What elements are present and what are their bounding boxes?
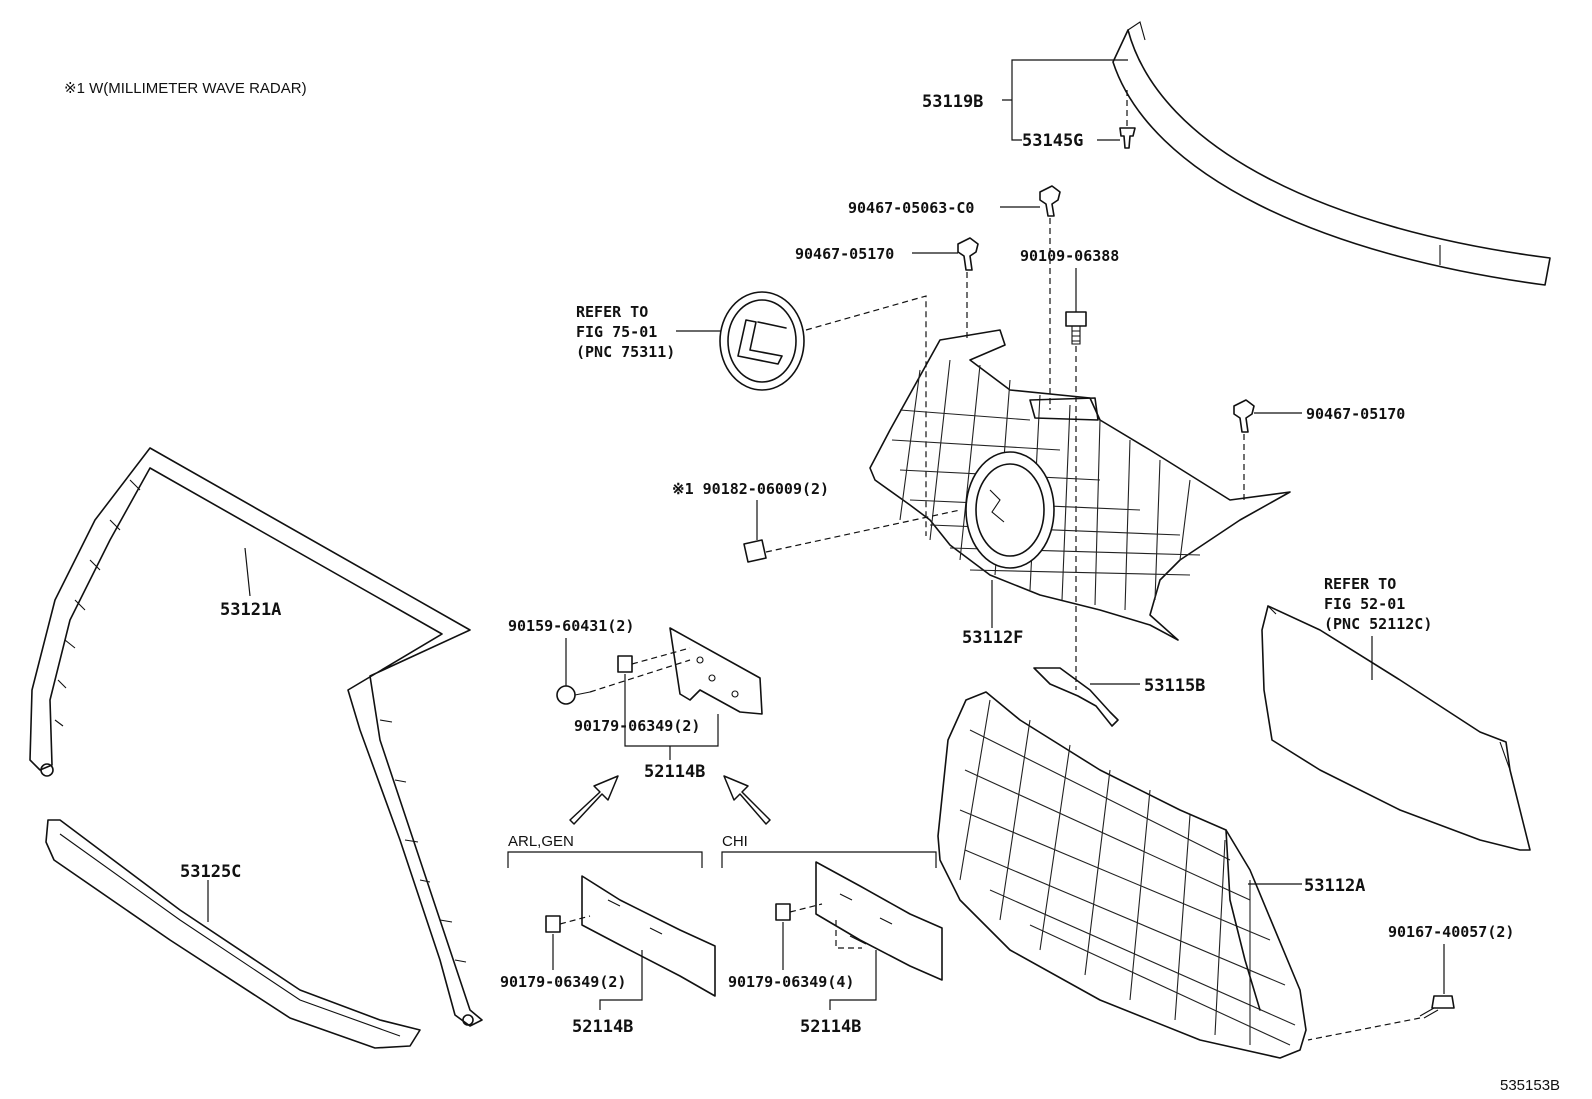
variant-bracket-chi — [721, 851, 937, 868]
clip-53145G[interactable] — [1119, 127, 1136, 149]
clip-90179-06349-left[interactable] — [545, 915, 561, 933]
label-90167-40057: 90167-40057(2) — [1388, 923, 1514, 941]
license-plate-panel[interactable] — [1261, 605, 1531, 851]
label-90179-06349-top: 90179-06349(2) — [574, 717, 700, 735]
arrow-up-right — [723, 775, 771, 825]
clip-90179-06349-right[interactable] — [775, 903, 791, 921]
clip-90467-05170-b[interactable] — [1233, 399, 1255, 433]
ref-plate-line3: (PNC 52112C) — [1324, 615, 1432, 633]
radar-note: ※1 W(MILLIMETER WAVE RADAR) — [64, 80, 307, 97]
part-52114B-left-plate[interactable] — [581, 875, 716, 997]
bolt-90159-60431[interactable] — [556, 685, 591, 705]
label-53121A: 53121A — [220, 600, 281, 620]
label-53112A: 53112A — [1304, 876, 1365, 896]
label-53119B: 53119B — [922, 92, 983, 112]
part-53121A-surround[interactable] — [29, 447, 483, 1027]
dash-90182-06009 — [765, 509, 961, 553]
label-90109-06388: 90109-06388 — [1020, 247, 1119, 265]
part-53115B-bracket[interactable] — [1033, 667, 1119, 727]
clip-90467-05170-a[interactable] — [957, 237, 979, 271]
dash-clip-left — [559, 915, 591, 925]
ref-plate-line1: REFER TO — [1324, 575, 1396, 593]
bolt-90109-06388[interactable] — [1065, 311, 1087, 345]
variant-label-arl-gen: ARL,GEN — [508, 833, 574, 850]
label-90467-05170-b: 90467-05170 — [1306, 405, 1405, 423]
leader-53119B — [1002, 59, 1128, 141]
part-52114B-right-plate[interactable] — [815, 861, 943, 981]
dash-90167-40057 — [1307, 1017, 1421, 1041]
ref-plate-line2: FIG 52-01 — [1324, 595, 1405, 613]
dash-emblem — [805, 295, 927, 536]
label-90179-06349-right: 90179-06349(4) — [728, 973, 854, 991]
label-90467-05170-a: 90467-05170 — [795, 245, 894, 263]
label-53145G: 53145G — [1022, 131, 1083, 151]
label-52114B-left: 52114B — [572, 1017, 633, 1037]
leader-52114B-right — [782, 922, 877, 1010]
emblem-logo[interactable] — [719, 291, 805, 391]
part-52114B-top-bracket[interactable] — [669, 627, 763, 715]
part-53112F-grille-frame[interactable] — [869, 329, 1291, 641]
part-53119B-molding[interactable] — [1112, 21, 1551, 286]
label-53112F: 53112F — [962, 628, 1023, 648]
clip-90467-05063-C0[interactable] — [1039, 185, 1061, 217]
label-90159-60431: 90159-60431(2) — [508, 617, 634, 635]
dash-clip-top — [631, 647, 691, 665]
ref-emblem-line2: FIG 75-01 — [576, 323, 657, 341]
ref-emblem-line1: REFER TO — [576, 303, 648, 321]
variant-bracket-arl-gen — [507, 851, 703, 868]
screw-90167-40057[interactable] — [1419, 995, 1455, 1019]
leader-53121A — [244, 547, 251, 597]
leader-52114B-left — [552, 934, 643, 1010]
label-52114B-right: 52114B — [800, 1017, 861, 1037]
diagram-id: 535153B — [1500, 1077, 1560, 1094]
ref-emblem-line3: (PNC 75311) — [576, 343, 675, 361]
nut-90182-06009[interactable] — [743, 539, 767, 563]
variant-label-chi: CHI — [722, 833, 748, 850]
leader-52114B-top — [624, 674, 719, 760]
label-53125C: 53125C — [180, 862, 241, 882]
label-90467-05063-C0: 90467-05063-C0 — [848, 199, 974, 217]
part-53125C-lower-molding[interactable] — [45, 819, 421, 1049]
label-90179-06349-left: 90179-06349(2) — [500, 973, 626, 991]
part-53112A-lower-grille[interactable] — [937, 691, 1307, 1059]
arrow-up-left — [569, 775, 619, 825]
clip-90179-06349-top[interactable] — [617, 655, 633, 673]
label-52114B-top: 52114B — [644, 762, 705, 782]
label-90182-06009: ※1 90182-06009(2) — [672, 480, 829, 498]
label-53115B: 53115B — [1144, 676, 1205, 696]
dash-clip-right — [789, 903, 862, 949]
dash-90159-60431 — [589, 659, 691, 693]
